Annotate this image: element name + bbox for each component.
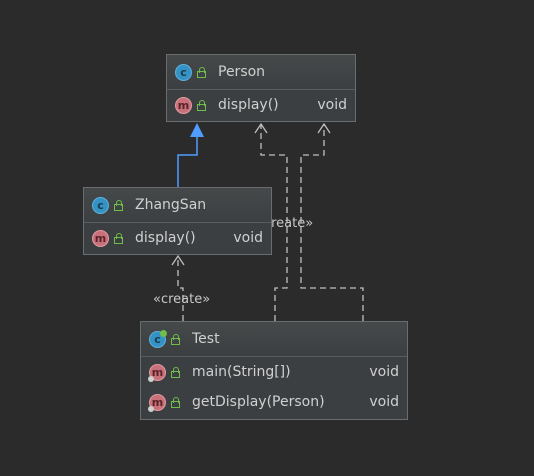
runnable-badge-icon [160, 329, 167, 337]
method-row[interactable]: m getDisplay(Person) void [141, 387, 407, 417]
class-icon: c [149, 329, 167, 348]
public-unlock-icon [171, 333, 182, 345]
class-name: Test [192, 331, 220, 347]
method-return-type: void [369, 394, 399, 410]
class-name: ZhangSan [135, 197, 207, 213]
method-name: display() [218, 97, 279, 113]
method-return-type: void [317, 97, 347, 113]
class-person[interactable]: c Person m display() void [166, 54, 356, 122]
inheritance-line [177, 137, 198, 187]
dependency-arrowhead-3 [171, 254, 185, 266]
public-unlock-icon [171, 396, 182, 408]
create-label-zhangsan: «create» [153, 292, 211, 307]
public-unlock-icon [171, 366, 182, 378]
method-icon: m [175, 96, 192, 114]
public-unlock-icon [114, 232, 125, 244]
class-icon: c [92, 196, 109, 214]
method-name: display() [135, 230, 196, 246]
method-return-type: void [233, 230, 263, 246]
method-icon: m [148, 393, 166, 412]
method-row[interactable]: m main(String[]) void [141, 357, 407, 387]
public-unlock-icon [197, 66, 208, 78]
dependency-line-test-person-1 [260, 125, 288, 321]
dependency-arrowhead-2 [317, 122, 331, 134]
inheritance-arrowhead [190, 123, 204, 137]
method-icon: m [92, 229, 109, 247]
static-badge-icon [148, 375, 154, 382]
method-return-type: void [369, 364, 399, 380]
class-name: Person [218, 64, 266, 80]
class-zhangsan-header[interactable]: c ZhangSan [84, 188, 271, 223]
class-zhangsan[interactable]: c ZhangSan m display() void [83, 187, 272, 255]
static-badge-icon [148, 405, 154, 412]
dependency-line-test-person-2 [300, 125, 364, 321]
method-row[interactable]: m display() void [167, 90, 355, 120]
public-unlock-icon [197, 99, 208, 111]
method-name: getDisplay(Person) [192, 394, 325, 410]
public-unlock-icon [114, 199, 125, 211]
method-row[interactable]: m display() void [84, 223, 271, 253]
class-person-header[interactable]: c Person [167, 55, 355, 90]
dependency-line-test-zhangsan [177, 257, 184, 321]
class-icon: c [175, 63, 192, 81]
dependency-arrowhead-1 [254, 122, 268, 134]
method-icon: m [148, 363, 166, 382]
method-name: main(String[]) [192, 364, 291, 380]
class-test[interactable]: c Test m main(String[]) void m getDispla… [140, 321, 408, 420]
class-test-header[interactable]: c Test [141, 322, 407, 357]
